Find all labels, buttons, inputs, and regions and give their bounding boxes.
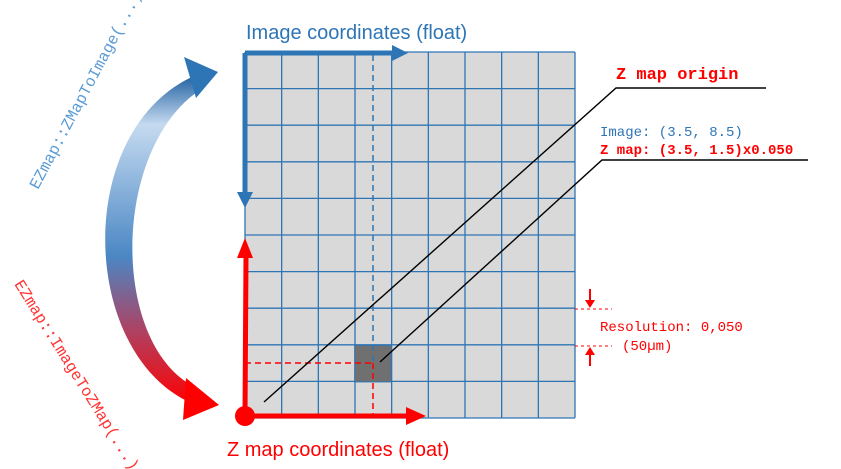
leader-lines [263,87,808,403]
zmap-origin-label: Z map origin [616,66,738,85]
zmap-origin-leader [263,87,766,403]
image-point-label: Image: (3.5, 8.5) [600,125,743,141]
zmap-point-leader [379,159,808,363]
zmap-axes [235,238,426,426]
zmap-coordinates-title: Z map coordinates (float) [227,439,449,461]
resolution-um-label: (50µm) [622,339,672,355]
resolution-markers [575,289,612,366]
grid-lines [244,51,576,419]
arc-bottom-arrowhead [183,378,219,420]
zmap-point-label: Z map: (3.5, 1.5)x0.050 [600,143,793,159]
image-axes [237,45,408,208]
conversion-arc-arrow [105,57,219,420]
resolution-label: Resolution: 0,050 [600,320,743,336]
arc-top-arrowhead [184,57,218,98]
zmap-origin-dot [235,406,255,426]
image-coordinates-title: Image coordinates (float) [246,22,467,44]
